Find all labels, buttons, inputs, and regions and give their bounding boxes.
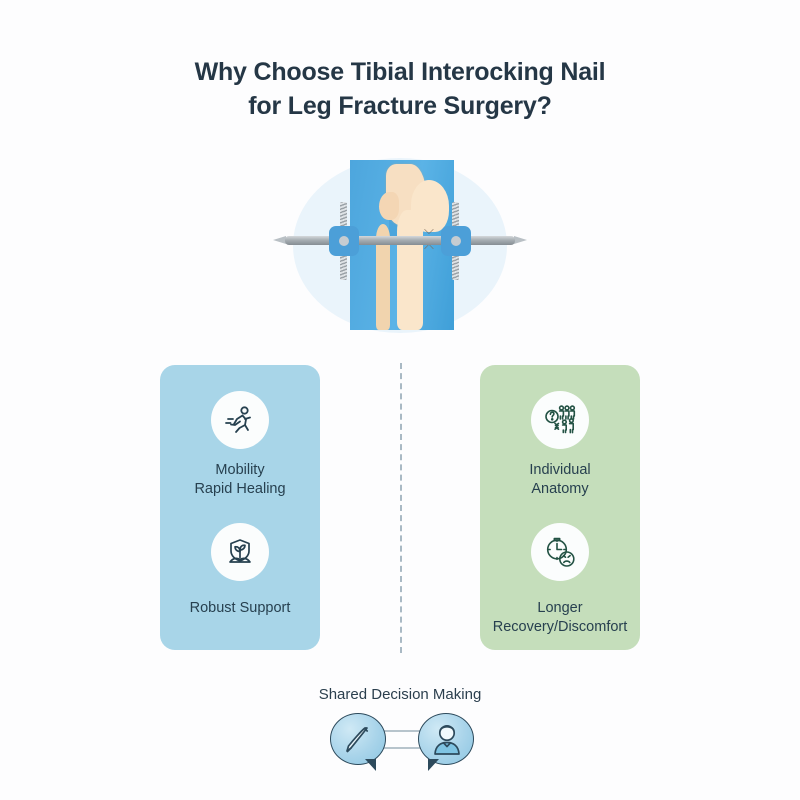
benefit-label-2: Robust Support bbox=[163, 599, 318, 618]
tibia-bone bbox=[397, 210, 423, 330]
shared-decision-bubbles bbox=[0, 713, 800, 775]
locking-block-hole-left bbox=[339, 236, 349, 246]
patella-bone bbox=[379, 192, 399, 220]
nail-tip-left bbox=[273, 236, 286, 244]
locking-block-hole-right bbox=[451, 236, 461, 246]
running-person-icon bbox=[211, 391, 269, 449]
intramedullary-nail-rod bbox=[285, 236, 515, 245]
considerations-card: Individual Anatomy Longer Recovery/Disco… bbox=[480, 365, 640, 650]
patient-speech-bubble bbox=[418, 713, 474, 771]
fibula-bone bbox=[376, 224, 390, 330]
shield-plant-icon bbox=[211, 523, 269, 581]
question-people-dna-icon bbox=[531, 391, 589, 449]
card-divider bbox=[400, 363, 402, 653]
benefit-label-1-line2: Rapid Healing bbox=[194, 481, 286, 497]
consideration-label-1-line1: Individual bbox=[529, 462, 591, 478]
consideration-label-1: Individual Anatomy bbox=[483, 461, 638, 499]
title-line-1: Why Choose Tibial Interocking Nail bbox=[194, 58, 606, 86]
speech-bubble-tail-right bbox=[428, 759, 439, 771]
scalpel-icon bbox=[346, 727, 369, 753]
locking-block-right bbox=[441, 226, 471, 256]
locking-block-left bbox=[329, 226, 359, 256]
speech-bubble-tail-left bbox=[365, 759, 376, 771]
consideration-label-2: Longer Recovery/Discomfort bbox=[483, 599, 638, 637]
nail-tip-right bbox=[514, 236, 527, 244]
benefit-label-1-line1: Mobility bbox=[215, 462, 265, 478]
title-line-2: for Leg Fracture Surgery? bbox=[248, 92, 552, 120]
fracture-mark-upper: ⌵ bbox=[424, 223, 434, 238]
benefits-card: Mobility Rapid Healing Robust Support bbox=[160, 365, 320, 650]
bubble-connector-bottom bbox=[370, 747, 432, 749]
page-title: Why Choose Tibial Interocking Nail for L… bbox=[0, 55, 800, 123]
locking-screw-lower-right bbox=[452, 254, 459, 280]
consideration-label-2-line2: Recovery/Discomfort bbox=[492, 619, 628, 635]
tibial-nail-illustration: ⌵ ⌵ bbox=[273, 158, 527, 333]
consideration-label-2-line1: Longer bbox=[537, 600, 583, 616]
consideration-label-1-line2: Anatomy bbox=[531, 481, 589, 497]
locking-screw-lower-left bbox=[340, 254, 347, 280]
patient-person-icon bbox=[434, 724, 460, 755]
locking-screw-upper-left bbox=[340, 202, 347, 228]
bubble-connector-top bbox=[370, 730, 432, 732]
benefit-label-1: Mobility Rapid Healing bbox=[163, 461, 318, 499]
locking-screw-upper-right bbox=[452, 202, 459, 228]
shared-decision-section: Shared Decision Making bbox=[0, 686, 800, 775]
benefit-label-2-line1: Robust Support bbox=[189, 600, 291, 616]
stopwatch-sad-face-icon bbox=[531, 523, 589, 581]
surgeon-speech-bubble bbox=[330, 713, 386, 771]
footer-title: Shared Decision Making bbox=[318, 686, 482, 703]
